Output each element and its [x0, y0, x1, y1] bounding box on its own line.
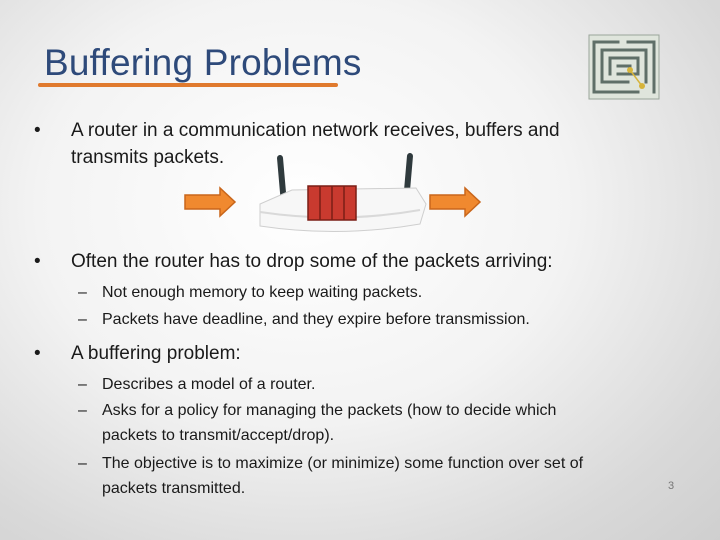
title-underline [38, 83, 338, 87]
arrow-right-icon [184, 186, 237, 218]
bullet-3-sub-2-line-1: Asks for a policy for managing the packe… [102, 402, 557, 419]
packet-buffer-icon [307, 185, 357, 221]
bullet-dot: • [34, 120, 41, 141]
bullet-3-sub-2-line-2: packets to transmit/accept/drop). [102, 427, 335, 444]
bullet-2-sub-2-text: Packets have deadline, and they expire b… [102, 311, 530, 328]
arrow-right-icon [429, 186, 482, 218]
bullet-dot: • [34, 343, 41, 364]
slide-title: Buffering Problems [44, 42, 362, 83]
router-diagram [184, 153, 482, 233]
bullet-1-line-1: A router in a communication network rece… [71, 120, 560, 141]
sub-dash: – [78, 376, 87, 393]
sub-dash: – [78, 311, 87, 328]
sub-dash: – [78, 455, 87, 472]
bullet-3-sub-3-line-1: The objective is to maximize (or minimiz… [102, 455, 584, 472]
bullet-3-text: A buffering problem: [71, 343, 241, 364]
sub-dash: – [78, 284, 87, 301]
bullet-3-sub-3-line-2: packets transmitted. [102, 480, 246, 497]
bullet-dot: • [34, 251, 41, 272]
bullet-2-sub-1-text: Not enough memory to keep waiting packet… [102, 284, 423, 301]
page-number: 3 [668, 480, 675, 492]
bullet-2-text: Often the router has to drop some of the… [71, 251, 553, 272]
maze-icon [588, 34, 660, 100]
bullet-1-line-2: transmits packets. [71, 147, 225, 168]
sub-dash: – [78, 402, 87, 419]
bullet-3-sub-1-text: Describes a model of a router. [102, 376, 316, 393]
